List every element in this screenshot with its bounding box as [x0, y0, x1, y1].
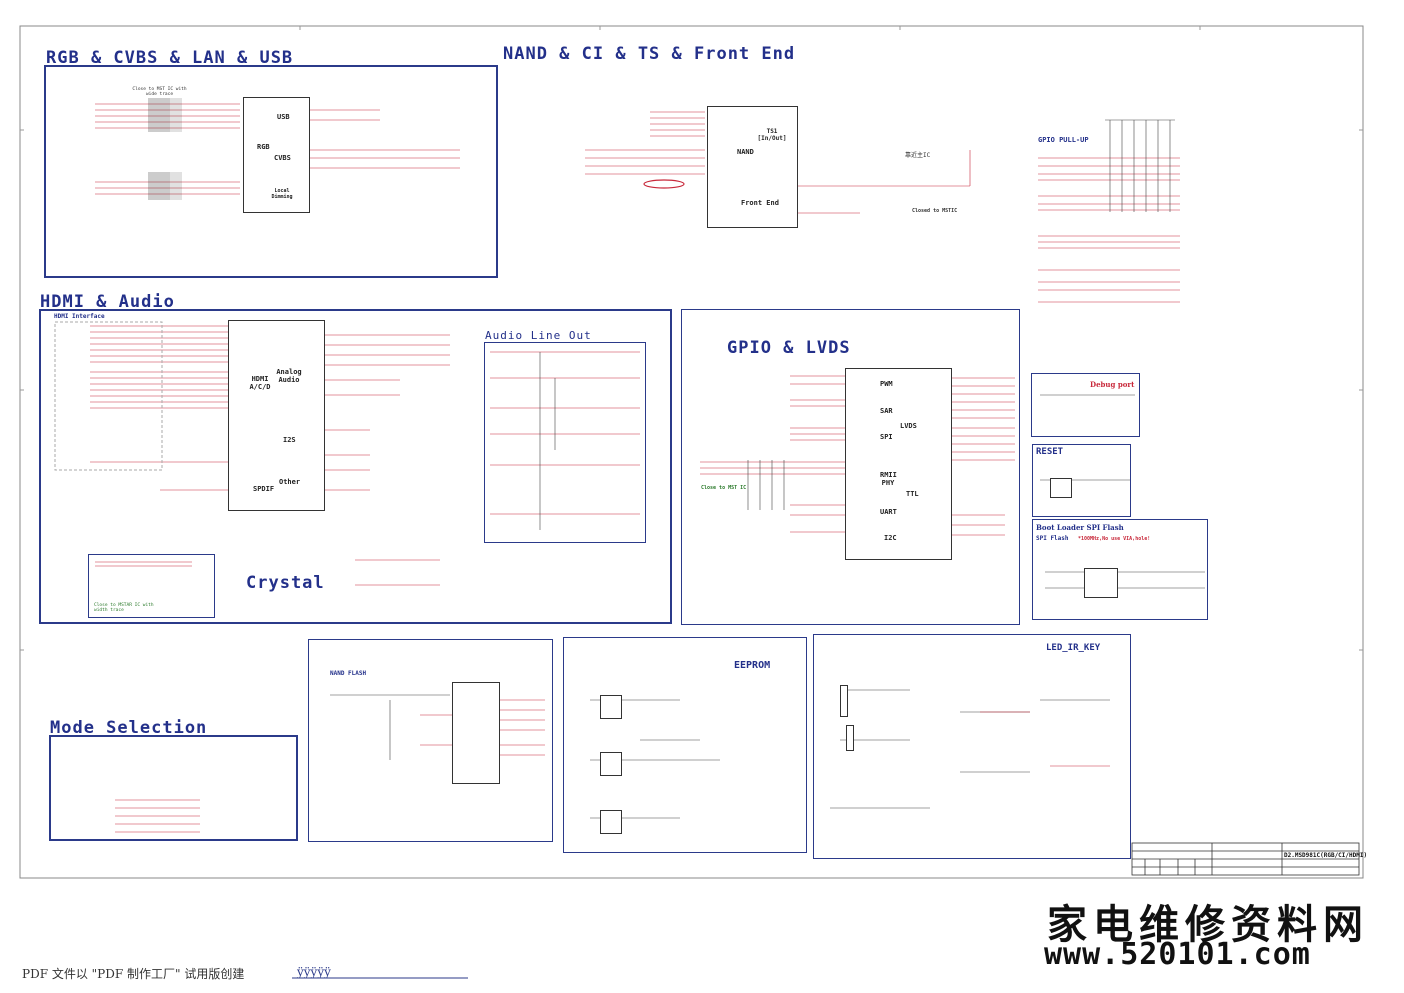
- ic-eeprom-3: [600, 810, 622, 834]
- section-title-gpio: GPIO & LVDS: [727, 338, 851, 358]
- section-title-reset: RESET: [1036, 447, 1064, 457]
- section-title-crystal: Crystal: [246, 573, 325, 593]
- section-title-debug-port: Debug port: [1090, 380, 1135, 389]
- section-title-mode: Mode Selection: [50, 718, 208, 738]
- block-uart: UART: [880, 508, 897, 516]
- section-title-gpio-pullup: GPIO PULL-UP: [1038, 136, 1089, 144]
- frame-gpio-lvds: [681, 309, 1020, 625]
- footer-text: PDF 文件以 "PDF 制作工厂" 试用版创建: [22, 967, 245, 981]
- note-closed-to-mstic: Closed to MSTIC: [912, 208, 958, 214]
- frame-hdmi-audio: [39, 309, 672, 624]
- frame-boot-loader: [1032, 519, 1208, 620]
- block-other: Other: [279, 478, 301, 486]
- block-i2s: I2S: [283, 436, 296, 444]
- title-block-model: D2.MSD981C(RGB/CI/HDMI): [1284, 852, 1368, 859]
- block-local-dimming: Local Dimming: [271, 188, 293, 200]
- footer-link[interactable]: ÿÿÿÿÿ: [297, 965, 331, 979]
- ic-eeprom-1: [600, 695, 622, 719]
- note-close-to-mstar: Close to MSTAR IC with width trace: [94, 603, 154, 613]
- ic-led-connector: [840, 685, 848, 717]
- frame-crystal: [88, 554, 215, 618]
- frame-nand-flash: [308, 639, 553, 842]
- watermark-url: www.520101.com: [1044, 937, 1311, 972]
- frame-mode-selection: [49, 735, 298, 841]
- ic-hdmi-audio: [228, 320, 325, 511]
- section-title-hdmi: HDMI & Audio: [40, 292, 175, 312]
- block-rmii-phy: RMII PHY: [880, 471, 897, 487]
- frame-eeprom: [563, 637, 807, 853]
- frame-rgb-cvbs: [44, 65, 498, 278]
- block-ttl: TTL: [906, 490, 919, 498]
- block-cvbs: CVBS: [274, 154, 291, 162]
- section-title-boot-loader: Boot Loader SPI Flash: [1036, 523, 1124, 532]
- block-lvds: LVDS: [900, 422, 917, 430]
- watermark-cn: 家电维修资料网: [1047, 901, 1369, 948]
- ic-rgb-cvbs: [243, 97, 310, 213]
- block-spi: SPI: [880, 433, 893, 441]
- ic-eeprom-2: [600, 752, 622, 776]
- block-front-end: Front End: [741, 199, 779, 207]
- frame-audio-line-out: [484, 342, 646, 543]
- section-title-audio-line-out: Audio Line Out: [485, 329, 592, 342]
- block-usb: USB: [277, 113, 290, 121]
- section-title-eeprom: EEPROM: [734, 660, 771, 671]
- block-analog-audio: Analog Audio: [276, 368, 302, 384]
- block-nand: NAND: [737, 148, 754, 156]
- section-title-rgb: RGB & CVBS & LAN & USB: [46, 48, 294, 68]
- block-pwm: PWM: [880, 380, 893, 388]
- section-title-nand-flash: NAND FLASH: [330, 670, 367, 677]
- ic-nand-ts: [707, 106, 798, 228]
- note-close-to-mst: Close to MST IC: [701, 485, 747, 491]
- ic-spi-flash: [1084, 568, 1118, 598]
- section-title-hdmi-interface: HDMI Interface: [54, 313, 105, 320]
- ic-reset: [1050, 478, 1072, 498]
- block-ts1: TS1 [In/Out]: [757, 128, 787, 142]
- block-spdif: SPDIF: [253, 485, 275, 493]
- note-chinese: 靠近主IC: [905, 152, 931, 159]
- frame-led-ir-key: [813, 634, 1131, 859]
- section-title-spi-flash: SPI Flash: [1036, 535, 1069, 542]
- ic-nand-flash: [452, 682, 500, 784]
- block-i2c: I2C: [884, 534, 897, 542]
- ic-key-connector: [846, 725, 854, 751]
- section-title-led: LED_IR_KEY: [1046, 643, 1101, 653]
- ic-gpio-lvds: [845, 368, 952, 560]
- frame-reset: [1032, 444, 1131, 517]
- frame-debug-port: [1031, 373, 1140, 437]
- note-close-to-ic: Close to MST IC with wide trace: [132, 87, 187, 97]
- note-spi: *100MHz,No use VIA,hole!: [1078, 536, 1151, 542]
- block-rgb: RGB: [257, 143, 270, 151]
- section-title-nand: NAND & CI & TS & Front End: [503, 44, 796, 64]
- block-sar: SAR: [880, 407, 893, 415]
- block-hdmi-adc: HDMI A/C/D: [249, 375, 271, 391]
